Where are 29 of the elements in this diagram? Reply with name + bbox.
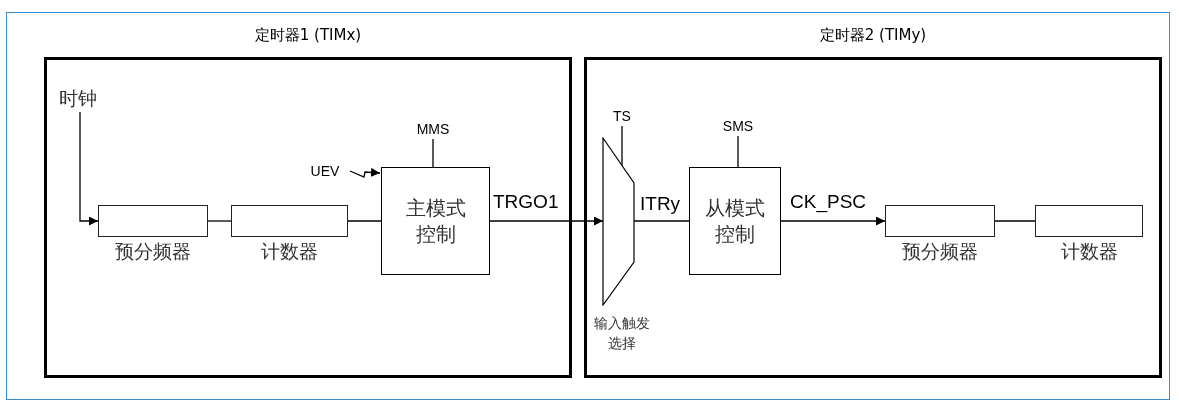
- arrow: [489, 216, 604, 226]
- connector-line: [994, 220, 1036, 222]
- signal-label: SMS: [715, 118, 761, 136]
- signal-label: MMS: [410, 121, 456, 139]
- signal-label: TS: [610, 108, 634, 126]
- signal-arrow: [349, 167, 381, 178]
- block-label: 计数器: [1059, 239, 1119, 264]
- arrow: [79, 111, 99, 226]
- mode-control-box: 从模式控制: [689, 167, 781, 275]
- connector-line: [432, 138, 434, 168]
- block-label: 计数器: [260, 239, 319, 264]
- connector-line: [621, 125, 623, 167]
- mux-label: 输入触发选择: [593, 314, 651, 353]
- arrow: [780, 216, 886, 226]
- connector-line: [737, 135, 739, 168]
- signal-label: 时钟: [52, 86, 104, 110]
- block-title: 定时器2 (TIMy): [818, 26, 928, 45]
- connector-line: [347, 220, 382, 222]
- block-label: 预分频器: [901, 239, 979, 264]
- block-title: 定时器1 (TIMx): [253, 26, 363, 45]
- connector-line: [207, 220, 232, 222]
- register-block: [1035, 205, 1143, 263]
- signal-label: UEV: [304, 163, 346, 181]
- block-label: 预分频器: [114, 239, 192, 264]
- register-block: [231, 205, 348, 263]
- register-block: [98, 205, 208, 263]
- mode-control-box: 主模式控制: [381, 167, 490, 275]
- register-block: [885, 205, 995, 263]
- connector-line: [633, 220, 690, 222]
